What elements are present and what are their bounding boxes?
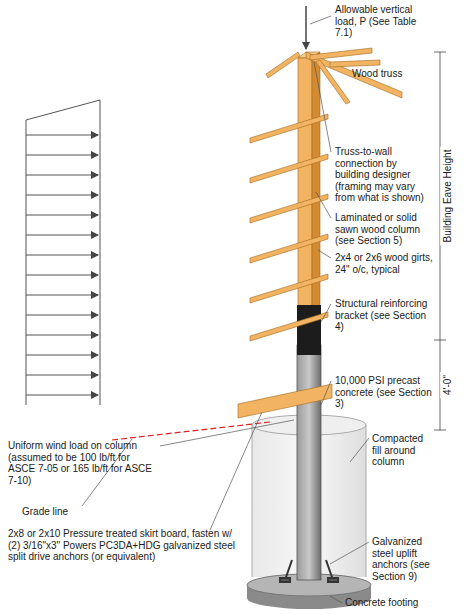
grade-line — [112, 422, 270, 440]
callout-label: Galvanized steel uplift anchors (see Sec… — [372, 536, 436, 582]
load-arrow — [305, 6, 307, 49]
callout-label: Concrete footing — [345, 597, 455, 609]
wind-arrow — [26, 395, 98, 396]
callout-label: Allowable vertical load, P (See Table 7.… — [335, 4, 435, 39]
wind-arrow — [26, 335, 98, 336]
wind-arrow — [26, 175, 98, 176]
callout-label: Laminated or solid sawn wood column (see… — [335, 212, 433, 247]
callout-label: Structural reinforcing bracket (see Sect… — [335, 298, 433, 333]
precast-concrete — [297, 345, 321, 580]
wood-girts — [250, 114, 328, 341]
girt — [250, 274, 328, 303]
dimension-label: 4'-0" — [440, 372, 456, 398]
wind-arrow — [26, 375, 98, 376]
leader-lines — [82, 16, 369, 603]
callout-label: Uniform wind load on column (assumed to … — [8, 440, 158, 486]
girt — [250, 114, 328, 143]
callout-label: Wood truss — [352, 68, 432, 80]
wind-arrow — [26, 275, 98, 276]
wind-arrow — [26, 315, 98, 316]
wind-arrow — [26, 355, 98, 356]
wind-arrow — [26, 235, 98, 236]
wind-arrow — [26, 135, 98, 136]
girt — [250, 234, 328, 263]
dimension-label: Building Eave Height — [440, 147, 456, 246]
callout-label: 2x8 or 2x10 Pressure treated skirt board… — [8, 528, 238, 563]
callout-label: Truss-to-wall connection by building des… — [335, 146, 433, 204]
girt — [250, 154, 328, 183]
callout-label: Compacted fill around column — [372, 433, 434, 468]
wind-arrow — [26, 195, 98, 196]
callout-label: 2x4 or 2x6 wood girts, 24" o/c, typical — [335, 252, 433, 275]
wind-arrow — [26, 215, 98, 216]
wind-arrow — [26, 155, 98, 156]
callout-label: 10,000 PSI precast concrete (see Section… — [335, 375, 433, 410]
wind-arrow — [26, 295, 98, 296]
callout-label: Grade line — [22, 506, 102, 518]
reinforcing-bracket — [297, 305, 321, 355]
girt — [250, 194, 328, 223]
girt — [250, 312, 328, 341]
wind-arrow — [26, 255, 98, 256]
wind-load — [26, 100, 100, 405]
skirt-board — [238, 384, 332, 418]
